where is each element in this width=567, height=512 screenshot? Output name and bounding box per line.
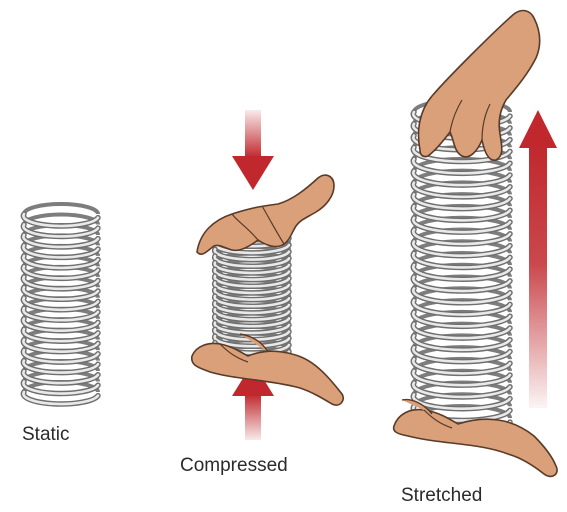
compress-down-arrow-icon [232,110,274,190]
compressed-label: Compressed [180,455,288,477]
stretch-top-hand-icon [419,11,540,161]
stretch-bottom-hand-icon [394,400,557,477]
stretch-up-arrow-icon [519,110,557,408]
static-coil-spring-icon [23,204,98,404]
compress-top-hand-icon [197,175,334,254]
stretched-label: Stretched [401,485,482,507]
static-label: Static [22,424,70,446]
